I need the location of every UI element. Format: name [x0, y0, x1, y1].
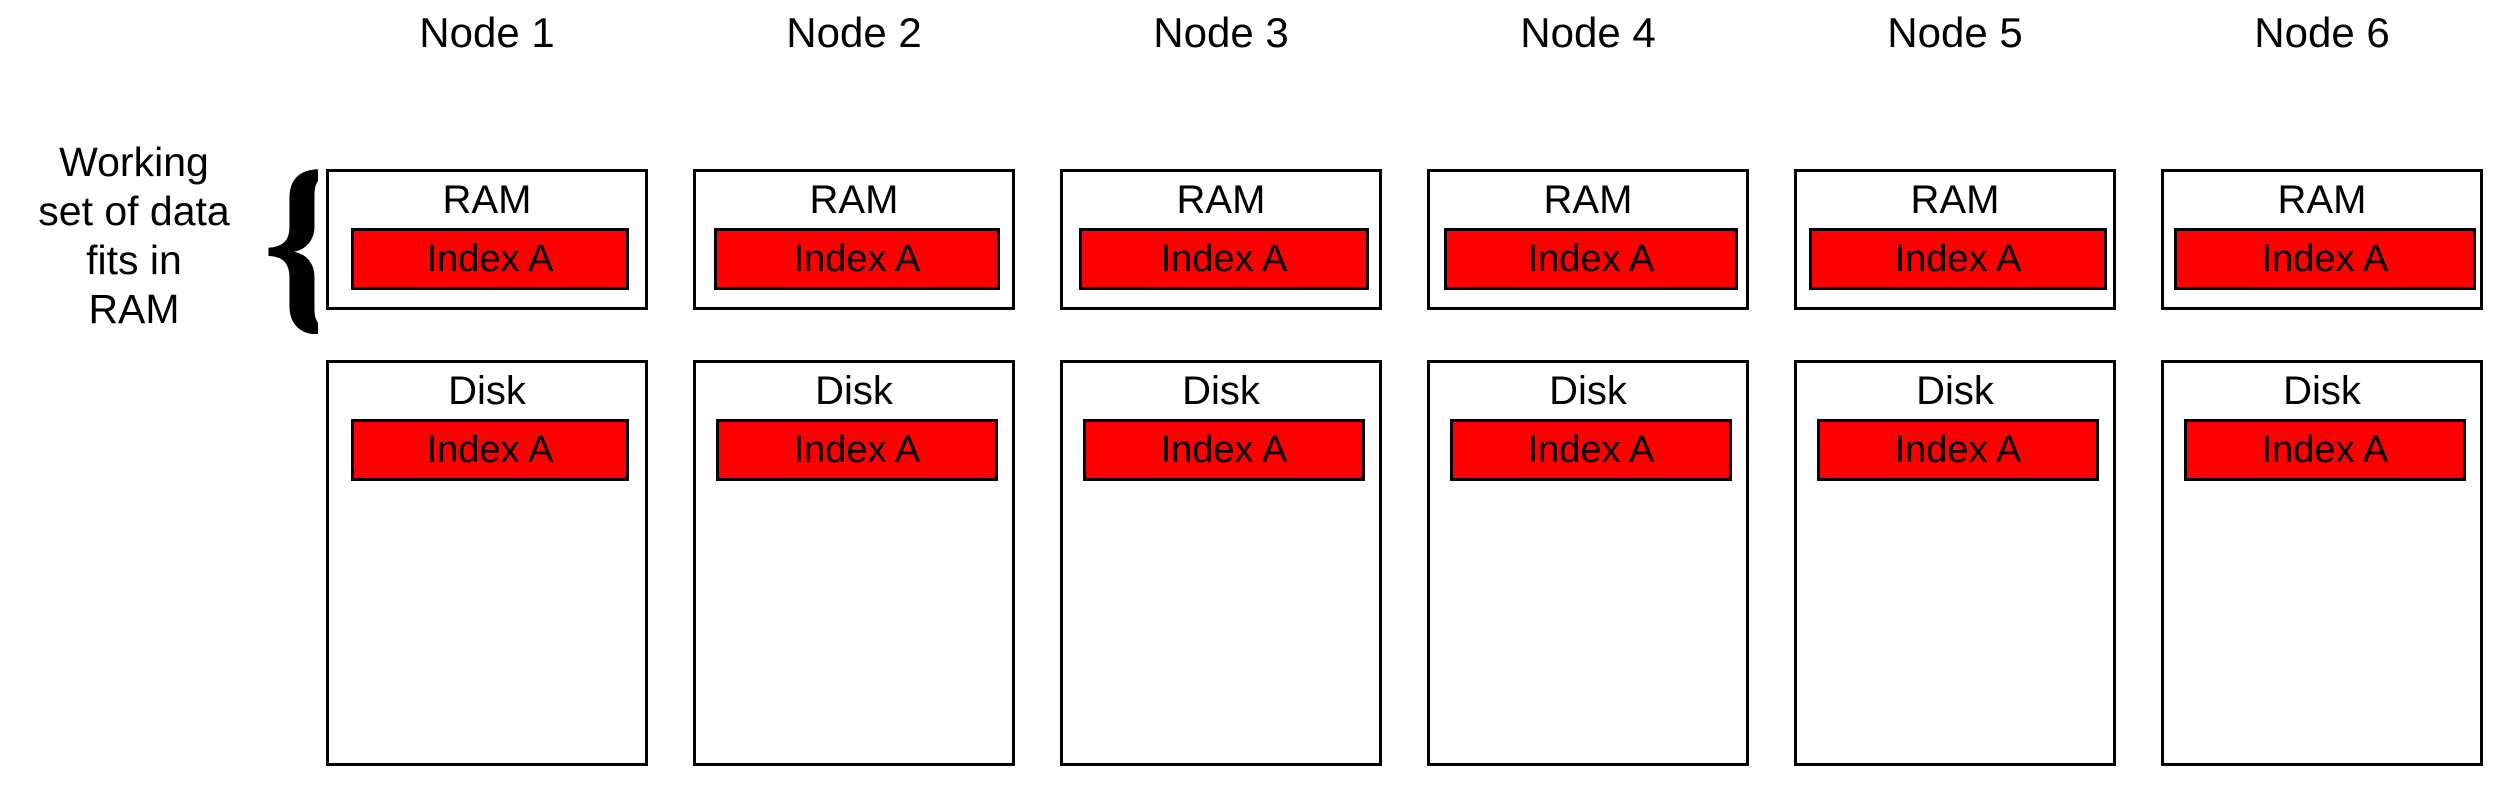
node-title: Node 3	[1153, 9, 1289, 56]
index-bar: Index A	[1444, 228, 1738, 290]
index-bar: Index A	[2174, 228, 2476, 290]
node-title: Node 1	[419, 9, 555, 56]
node-title: Node 6	[2254, 9, 2390, 56]
annotation-line-1: Working	[59, 139, 209, 185]
disk-box-label: Disk	[448, 369, 526, 413]
curly-brace-icon: {	[262, 150, 318, 334]
disk-box-label: Disk	[2283, 369, 2361, 413]
disk-box-label: Disk	[1916, 369, 1994, 413]
ram-box-label: RAM	[1910, 178, 2000, 222]
index-bar: Index A	[1083, 419, 1365, 481]
index-bar: Index A	[1809, 228, 2107, 290]
ram-box: RAM Index A	[2161, 169, 2483, 310]
working-set-annotation: Working set of data fits in RAM	[10, 138, 258, 334]
index-bar: Index A	[716, 419, 998, 481]
annotation-line-2: set of data	[38, 188, 230, 234]
index-bar: Index A	[2184, 419, 2466, 481]
index-bar: Index A	[1079, 228, 1369, 290]
ram-box-label: RAM	[442, 178, 532, 222]
ram-box-label: RAM	[809, 178, 899, 222]
index-bar: Index A	[714, 228, 1000, 290]
annotation-line-3: fits in	[86, 237, 182, 283]
disk-box-label: Disk	[1549, 369, 1627, 413]
node-title: Node 5	[1887, 9, 2023, 56]
ram-box-label: RAM	[1543, 178, 1633, 222]
disk-box-label: Disk	[815, 369, 893, 413]
ram-box-label: RAM	[2277, 178, 2367, 222]
node-title: Node 4	[1520, 9, 1656, 56]
ram-box: RAM Index A	[1060, 169, 1382, 310]
annotation-line-4: RAM	[88, 286, 180, 332]
ram-box: RAM Index A	[1427, 169, 1749, 310]
index-bar: Index A	[1450, 419, 1732, 481]
disk-box-label: Disk	[1182, 369, 1260, 413]
ram-box: RAM Index A	[1794, 169, 2116, 310]
index-bar: Index A	[351, 419, 629, 481]
ram-box-label: RAM	[1176, 178, 1266, 222]
index-bar: Index A	[351, 228, 629, 290]
ram-box: RAM Index A	[326, 169, 648, 310]
ram-box: RAM Index A	[693, 169, 1015, 310]
node-title: Node 2	[786, 9, 922, 56]
index-bar: Index A	[1817, 419, 2099, 481]
